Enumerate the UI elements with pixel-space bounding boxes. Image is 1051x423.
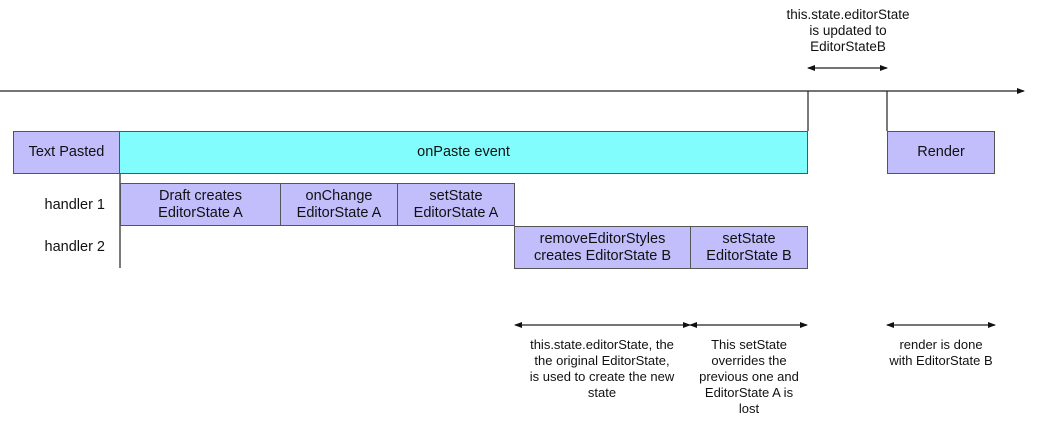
onpaste-event-box: onPaste event — [119, 131, 808, 174]
render-done-note: render is done with EditorState B — [889, 337, 993, 368]
handler-2-label: handler 2 — [44, 239, 105, 255]
remove-styles-box: removeEditorStyles creates EditorState B — [514, 226, 691, 269]
setstate-a-box: setState EditorState A — [397, 183, 515, 226]
overrides-note: This setState overrides the previous one… — [699, 337, 799, 416]
setstate-b-box: setState EditorState B — [690, 226, 808, 269]
render-box: Render — [887, 131, 995, 174]
text-pasted-box: Text Pasted — [13, 131, 120, 174]
handler-1-label: handler 1 — [44, 197, 105, 213]
draft-creates-box: Draft creates EditorState A — [120, 183, 281, 226]
top-note: this.state.editorState is updated to Edi… — [786, 7, 910, 54]
onchange-box: onChange EditorState A — [280, 183, 398, 226]
original-state-note: this.state.editorState, the the original… — [529, 337, 675, 400]
